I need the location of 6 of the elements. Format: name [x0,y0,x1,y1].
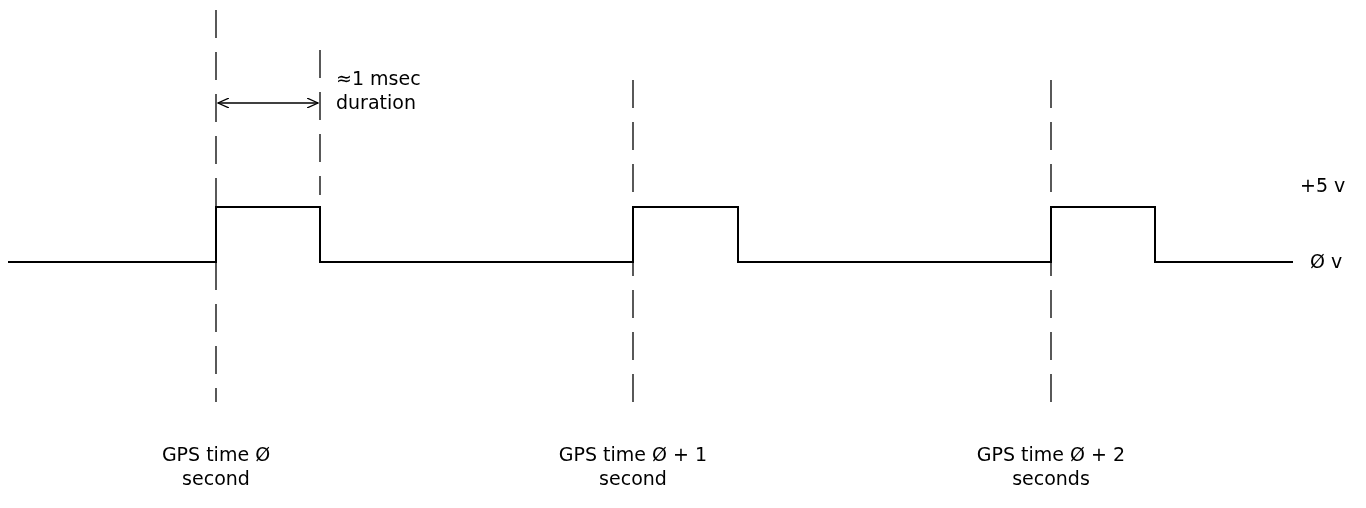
time-label: GPS time Ø + 1 second [557,442,709,490]
voltage-label: Ø v [1310,249,1344,273]
time-label: GPS time Ø second [160,442,272,490]
time-label: GPS time Ø + 2 seconds [975,442,1127,490]
duration-note: ≈1 msec duration [336,66,422,114]
voltage-label: +5 v [1300,173,1347,197]
